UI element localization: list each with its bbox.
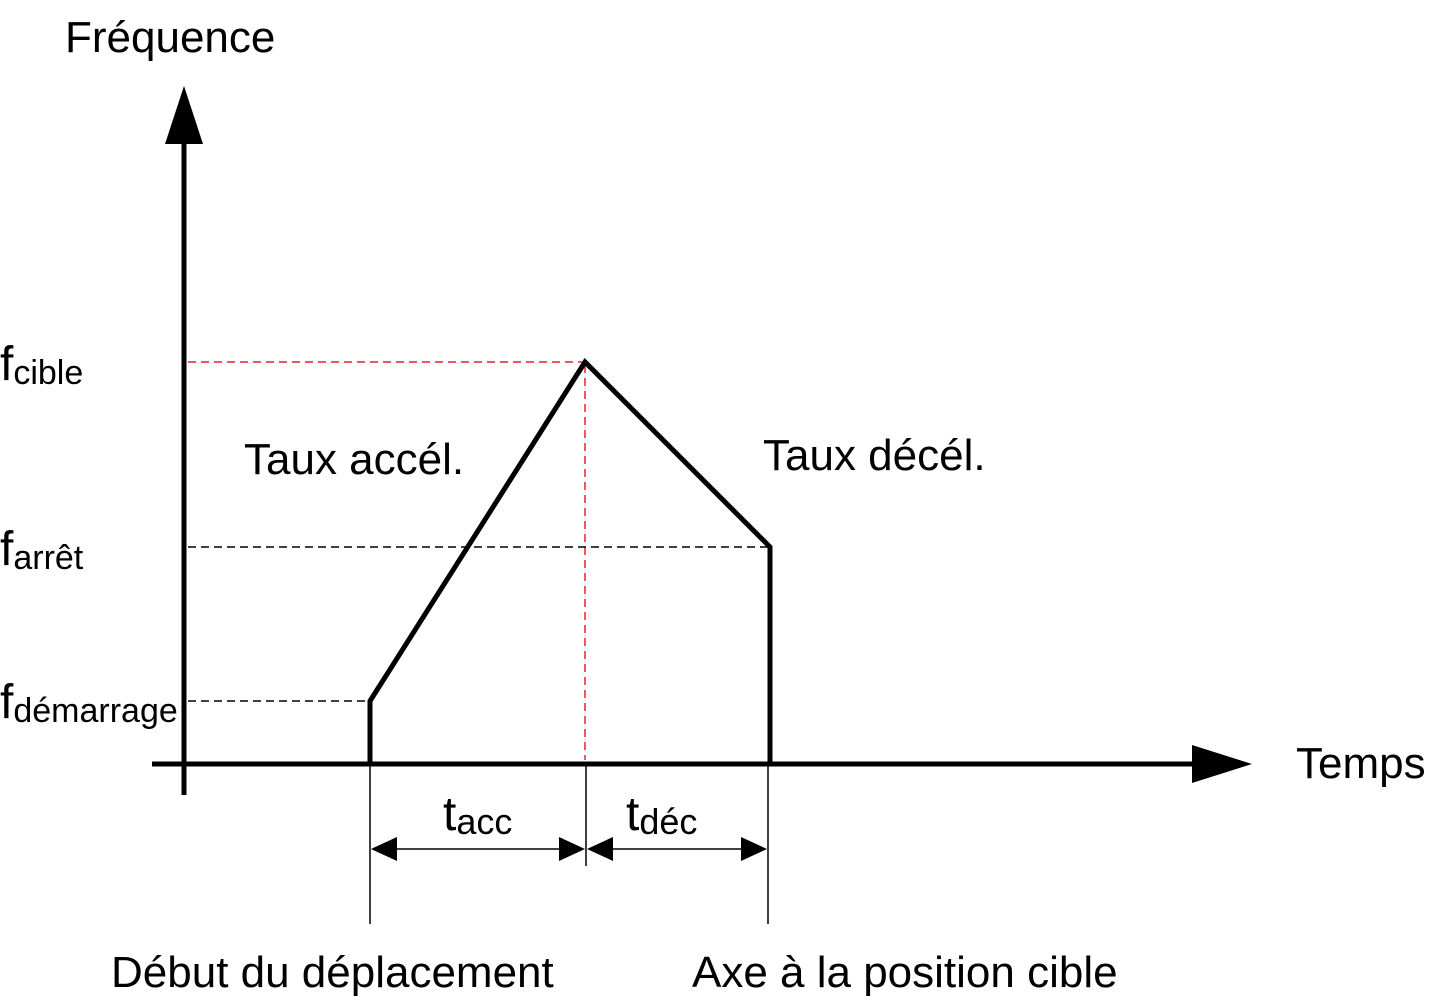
t-acc-left-arrowhead (371, 837, 397, 861)
f-cible-label: fcible (0, 338, 83, 392)
frequency-profile (367, 358, 773, 764)
x-axis-title: Temps (1296, 739, 1426, 788)
start-event-label: Début du déplacement (111, 948, 554, 997)
f-demarrage-label: fdémarrage (0, 676, 178, 730)
f-demarrage-subscript: démarrage (13, 692, 177, 730)
t-dec-left-arrowhead (587, 837, 613, 861)
accel-rate-label: Taux accél. (244, 435, 464, 484)
y-axis-title: Fréquence (65, 13, 275, 62)
f-cible-subscript: cible (13, 354, 83, 392)
f-arret-symbol: f (0, 523, 14, 576)
x-axis-arrowhead (1192, 745, 1252, 783)
t-acc-symbol: t (443, 788, 456, 841)
t-dec-subscript: déc (639, 801, 697, 842)
t-acc-subscript: acc (456, 801, 512, 842)
f-cible-symbol: f (0, 338, 14, 391)
t-acc-right-arrowhead (559, 837, 585, 861)
f-arret-subscript: arrêt (13, 539, 83, 577)
t-dec-right-arrowhead (741, 837, 767, 861)
f-arret-label: farrêt (0, 523, 84, 577)
t-dec-label: tdéc (626, 788, 697, 842)
y-axis-arrowhead (165, 86, 203, 144)
t-dec-symbol: t (626, 788, 639, 841)
f-demarrage-symbol: f (0, 676, 14, 729)
end-event-label: Axe à la position cible (692, 948, 1118, 997)
decel-rate-label: Taux décél. (763, 431, 986, 480)
t-acc-label: tacc (443, 788, 512, 842)
